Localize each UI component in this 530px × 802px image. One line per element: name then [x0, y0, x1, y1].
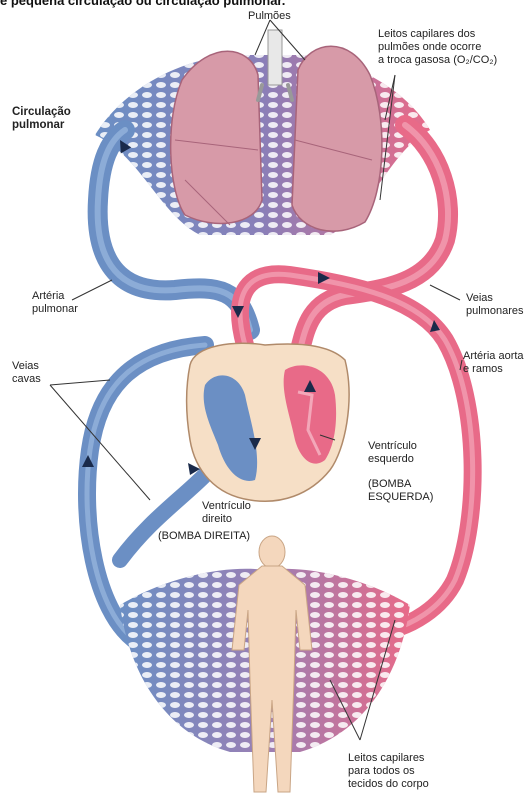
label-pulmoes: Pulmões [248, 10, 291, 23]
left-lung [292, 46, 382, 231]
label-circulacao-pulmonar: Circulação pulmonar [12, 106, 71, 132]
label-leitos-corpo: Leitos capilares para todos os tecidos d… [348, 752, 429, 791]
caption-top-cut: e pequena circulação ou circulação pulmo… [0, 0, 530, 8]
label-ventriculo-esquerdo: Ventrículo esquerdo [368, 440, 417, 466]
right-lung [171, 51, 262, 223]
heart [187, 343, 349, 501]
label-ventriculo-direito: Ventrículo direito [202, 500, 251, 526]
label-veias-cavas: Veias cavas [12, 360, 41, 386]
label-bomba-esquerda: (BOMBA ESQUERDA) [368, 478, 433, 504]
label-veias-pulmonares: Veias pulmonares [466, 292, 523, 318]
trachea [268, 30, 282, 85]
label-leitos-pulmoes: Leitos capilares dos pulmões onde ocorre… [378, 28, 497, 67]
label-bomba-direita: (BOMBA DIREITA) [158, 530, 250, 543]
label-arteria-pulmonar: Artéria pulmonar [32, 290, 78, 316]
label-arteria-aorta: Artéria aorta e ramos [463, 350, 524, 376]
